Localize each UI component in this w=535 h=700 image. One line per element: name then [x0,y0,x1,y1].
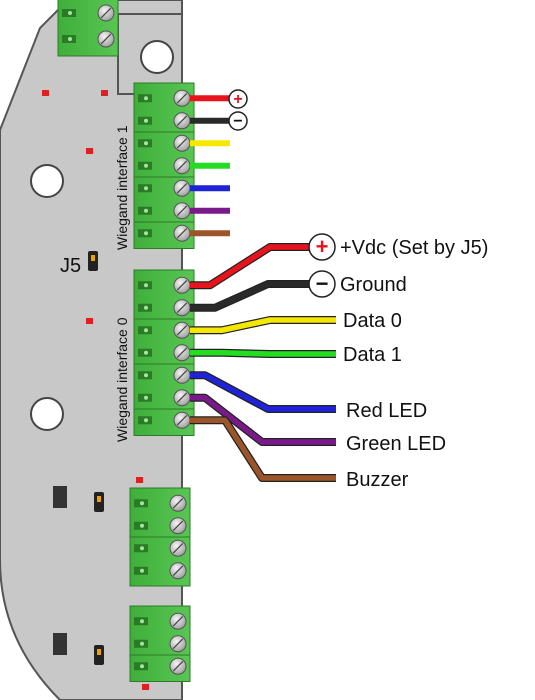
minus-circle-icon: − [308,270,336,298]
wire-outline [190,416,336,482]
terminal-pin [144,208,148,213]
terminal-pin [144,118,148,123]
screw-slot [176,347,188,358]
wire-green-led [190,395,336,445]
terminal-pin [140,641,144,646]
mount-hole-top [140,40,174,74]
terminal-pin [144,96,148,101]
interface-1-wires [190,95,230,237]
terminal-blocks [57,0,195,682]
screw-slot [172,661,184,672]
terminal-block [133,82,195,249]
wire-data1 [190,350,336,357]
terminal-pin [144,328,148,333]
screw-slot [172,543,184,554]
terminal-block [133,269,195,436]
board-led [86,318,93,324]
terminal-block [129,605,191,682]
terminal-pin [68,37,72,41]
wire-ground [190,281,309,311]
vdc-label: +Vdc (Set by J5) [340,237,488,259]
terminal-block [129,487,191,587]
screw-slot [172,616,184,627]
minus-sign: − [233,113,242,130]
ground-label: Ground [340,274,407,296]
jumper-pin [97,496,101,502]
wire-data0 [190,317,336,333]
terminal-pin [144,373,148,378]
screw-slot [176,280,188,291]
terminal-pin [144,186,148,191]
plus-circle-icon: + [308,233,336,261]
buzzer-label: Buzzer [346,469,409,491]
board-led [136,477,143,483]
screw-slot [176,228,188,239]
screw-slot [176,160,188,171]
screw-slot [176,138,188,149]
screw-slot [100,7,112,19]
wiegand-interface-1-label: Wiegand interface 1 [114,125,130,250]
terminal-pin [144,231,148,236]
terminal-pin [140,568,144,573]
minus-sign: − [316,271,329,296]
j5-jumper-pin [91,255,95,261]
wiegand-interface-0-label: Wiegand interface 0 [114,317,130,442]
screw-slot [176,183,188,194]
interface-0-wires [190,243,336,482]
screw-slot [172,520,184,531]
green-led-label: Green LED [346,433,446,455]
terminal-pin [144,141,148,146]
screw-slot [172,565,184,576]
terminal-pin [144,395,148,400]
board-led [101,90,108,96]
ic-chip [53,486,67,508]
terminal-pin [68,11,72,15]
j5-label: J5 [60,255,81,277]
terminal-pin [140,523,144,528]
board-led [142,684,149,690]
terminal-pin [140,546,144,551]
data0-label: Data 0 [343,310,402,332]
terminal-pin [140,664,144,669]
screw-slot [176,205,188,216]
data1-label: Data 1 [343,344,402,366]
terminal-pin [140,619,144,624]
plus-circle-icon: + [228,89,248,109]
mount-hole-lower [30,397,64,431]
terminal-pin [144,283,148,288]
wire-red-led [190,372,336,412]
screw-slot [176,415,188,426]
wire-buzzer [190,417,336,481]
jumper-pin [97,649,101,655]
screw-slot [172,638,184,649]
terminal-pin [144,418,148,423]
minus-circle-icon: − [228,111,248,131]
terminal-block [57,0,119,57]
board-led [42,90,49,96]
wire-vdc [190,244,309,288]
screw-slot [172,498,184,509]
terminal-pin [144,305,148,310]
screw-slot [176,325,188,336]
terminal-pin [144,350,148,355]
red-led-label: Red LED [346,400,427,422]
screw-slot [176,115,188,126]
screw-slot [100,33,112,45]
terminal-pin [144,163,148,168]
terminal-pin [140,501,144,506]
board-led [86,148,93,154]
plus-sign: + [233,91,242,108]
ic-chip [53,633,67,655]
plus-sign: + [316,234,329,259]
screw-slot [176,93,188,104]
screw-slot [176,392,188,403]
screw-slot [176,302,188,313]
screw-slot [176,370,188,381]
wire-outline [190,243,309,290]
mount-hole-upper [30,164,64,198]
